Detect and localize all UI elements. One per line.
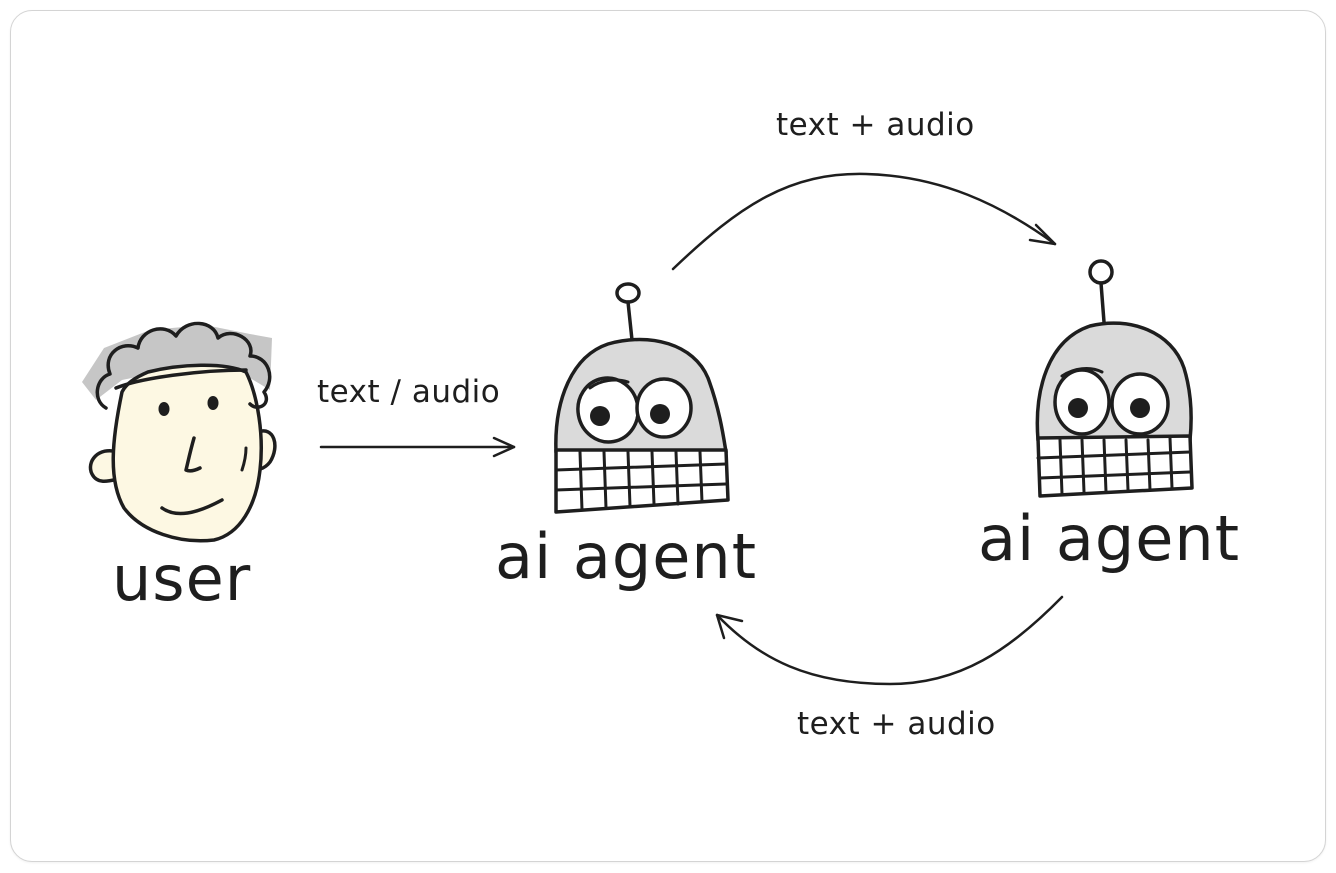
robot-icon <box>1035 259 1194 498</box>
ai-agent-label: ai agent <box>978 502 1241 575</box>
arrow-user-to-agent <box>319 436 516 458</box>
ai-agent-label: ai agent <box>495 520 758 593</box>
arrow-agent1-to-agent2 <box>671 172 1057 271</box>
arrow-agent2-to-agent1 <box>715 595 1064 686</box>
user-face-icon <box>82 321 277 543</box>
edge-label-user-to-agent: text / audio <box>317 374 501 410</box>
edge-label-agent1-to-agent2: text + audio <box>776 107 975 143</box>
robot-icon <box>554 282 730 514</box>
user-label: user <box>112 542 252 615</box>
edge-label-agent2-to-agent1: text + audio <box>797 706 996 742</box>
